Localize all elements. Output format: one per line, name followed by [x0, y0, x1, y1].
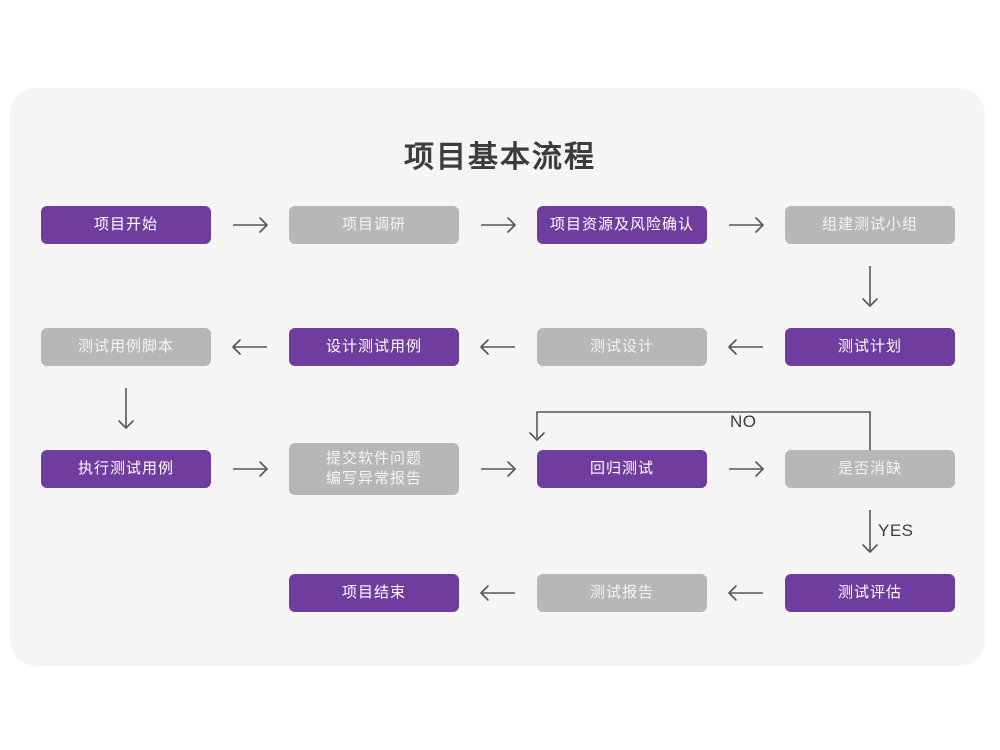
branch-label-no: NO: [730, 412, 757, 431]
flow-node-n9[interactable]: 执行测试用例: [41, 450, 211, 488]
flow-node-n15[interactable]: 项目结束: [289, 574, 459, 612]
flow-node-n5[interactable]: 测试计划: [785, 328, 955, 366]
page-title: 项目基本流程: [404, 141, 596, 174]
flow-node-n11[interactable]: 回归测试: [537, 450, 707, 488]
flow-node-n12[interactable]: 是否消缺: [785, 450, 955, 488]
flow-node-n8[interactable]: 测试用例脚本: [41, 328, 211, 366]
flow-node-n1[interactable]: 项目开始: [41, 206, 211, 244]
flow-node-n7[interactable]: 设计测试用例: [289, 328, 459, 366]
flow-node-n2[interactable]: 项目调研: [289, 206, 459, 244]
flow-node-n13[interactable]: 测试评估: [785, 574, 955, 612]
flow-node-n4[interactable]: 组建测试小组: [785, 206, 955, 244]
flow-node-n10[interactable]: 提交软件问题 编写异常报告: [289, 443, 459, 495]
flow-node-n6[interactable]: 测试设计: [537, 328, 707, 366]
flowchart-card: [10, 88, 985, 666]
flow-node-n3[interactable]: 项目资源及风险确认: [537, 206, 707, 244]
flow-node-n14[interactable]: 测试报告: [537, 574, 707, 612]
branch-label-yes: YES: [878, 521, 914, 540]
